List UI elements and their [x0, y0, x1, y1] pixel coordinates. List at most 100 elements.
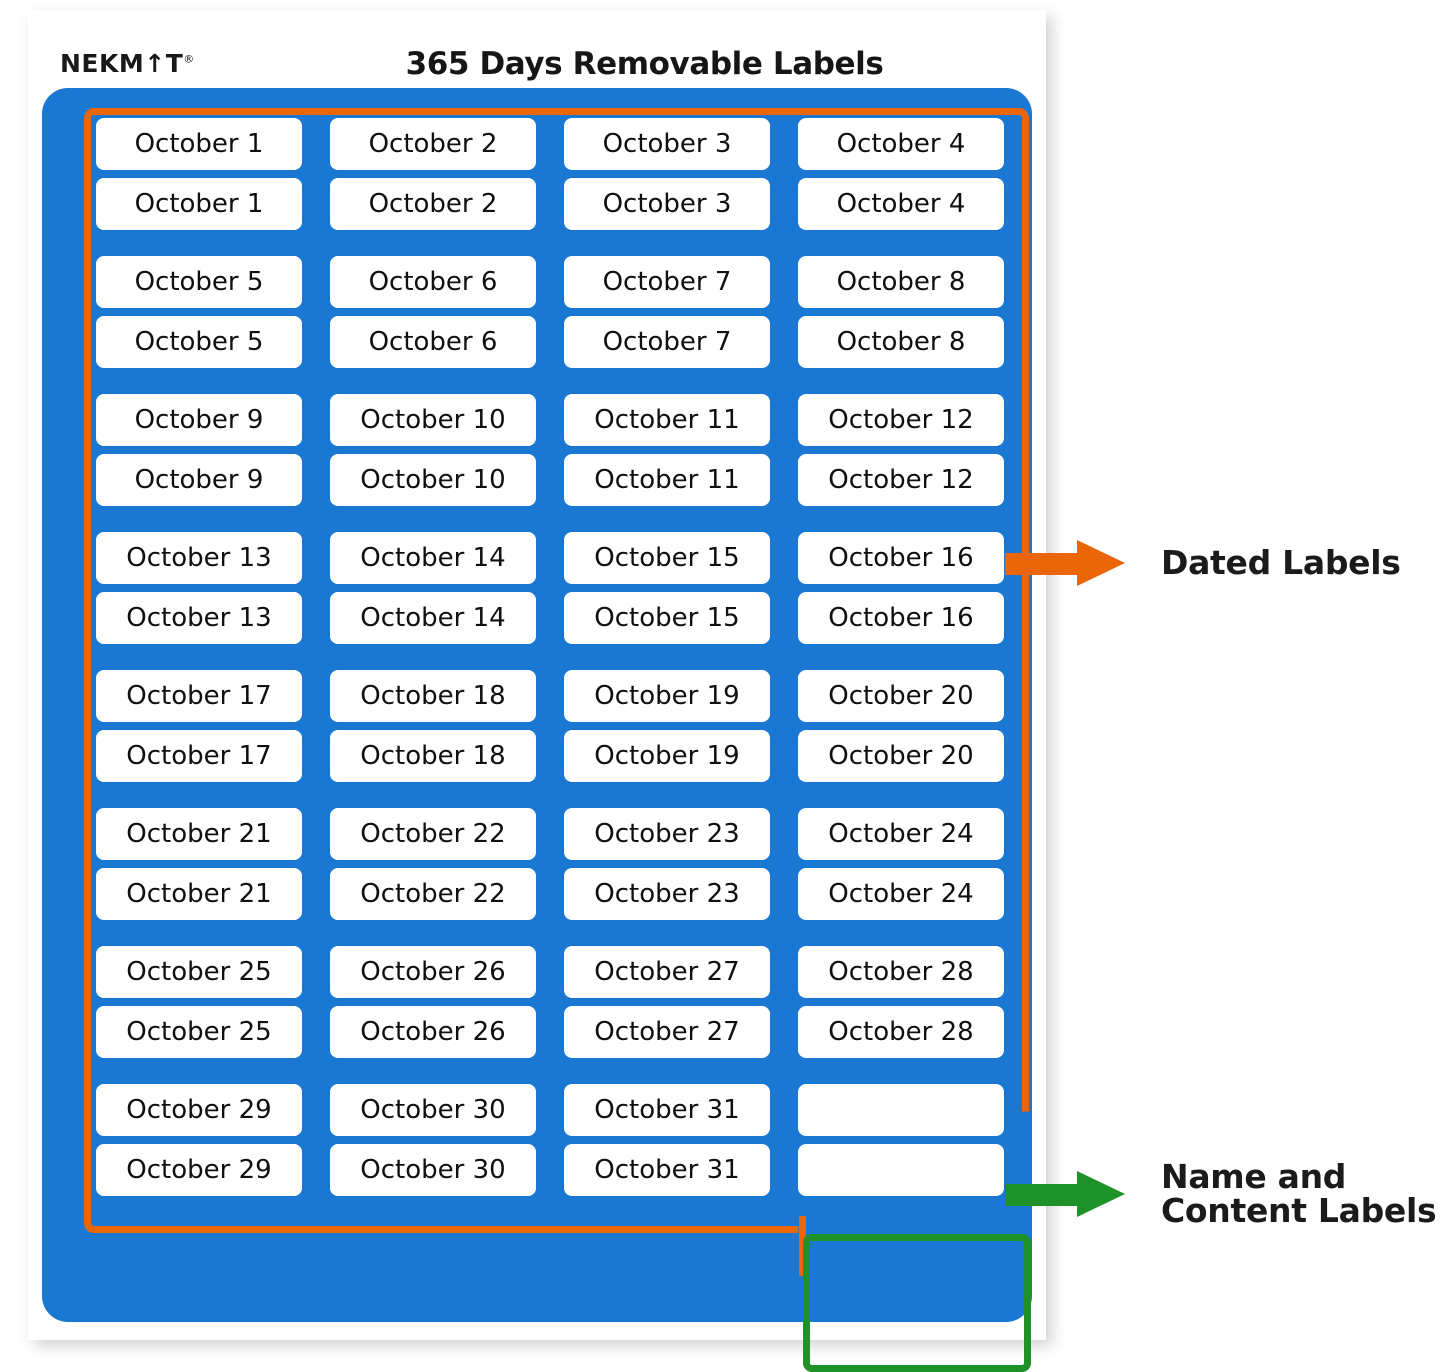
date-label[interactable]: October 29	[96, 1144, 302, 1196]
date-label[interactable]: October 9	[96, 394, 302, 446]
date-label[interactable]: October 22	[330, 808, 536, 860]
label-row: October 21 October 22 October 23 October 24	[96, 808, 1026, 860]
date-label[interactable]: October 23	[564, 808, 770, 860]
date-label[interactable]: October 28	[798, 946, 1004, 998]
label-row: October 29 October 30 October 31	[96, 1084, 1026, 1136]
date-label[interactable]: October 13	[96, 592, 302, 644]
date-label[interactable]: October 28	[798, 1006, 1004, 1058]
date-label[interactable]: October 4	[798, 178, 1004, 230]
date-label[interactable]: October 18	[330, 730, 536, 782]
date-label[interactable]: October 29	[96, 1084, 302, 1136]
arrow-head	[1077, 540, 1125, 586]
date-label[interactable]: October 31	[564, 1144, 770, 1196]
date-label[interactable]: October 20	[798, 670, 1004, 722]
date-label[interactable]: October 16	[798, 592, 1004, 644]
date-label[interactable]: October 6	[330, 256, 536, 308]
date-label[interactable]: October 25	[96, 946, 302, 998]
date-label[interactable]: October 8	[798, 316, 1004, 368]
label-row: October 17 October 18 October 19 October 20	[96, 670, 1026, 722]
date-label[interactable]: October 2	[330, 178, 536, 230]
dated-labels-highlight-step	[799, 1216, 806, 1276]
date-label[interactable]: October 2	[330, 118, 536, 170]
date-label[interactable]: October 8	[798, 256, 1004, 308]
label-row: October 1 October 2 October 3 October 4	[96, 118, 1026, 170]
date-label[interactable]: October 11	[564, 454, 770, 506]
date-label[interactable]: October 27	[564, 946, 770, 998]
date-label[interactable]: October 24	[798, 808, 1004, 860]
annotation-name-content-labels-text: Name and Content Labels	[1161, 1157, 1437, 1231]
label-row: October 29 October 30 October 31	[96, 1144, 1026, 1196]
date-label[interactable]: October 17	[96, 670, 302, 722]
date-label[interactable]: October 11	[564, 394, 770, 446]
page-title: 365 Days Removable Labels	[405, 46, 884, 82]
date-label[interactable]: October 6	[330, 316, 536, 368]
dated-labels-highlight-outline	[84, 108, 1029, 1233]
blank-label[interactable]	[798, 1084, 1004, 1136]
date-label[interactable]: October 13	[96, 532, 302, 584]
date-label[interactable]: October 10	[330, 454, 536, 506]
date-label[interactable]: October 7	[564, 316, 770, 368]
date-label[interactable]: October 4	[798, 118, 1004, 170]
date-label[interactable]: October 1	[96, 118, 302, 170]
date-label[interactable]: October 30	[330, 1084, 536, 1136]
label-row: October 9 October 10 October 11 October 12	[96, 394, 1026, 446]
label-row: October 5 October 6 October 7 October 8	[96, 256, 1026, 308]
date-label[interactable]: October 1	[96, 178, 302, 230]
date-label[interactable]: October 7	[564, 256, 770, 308]
date-label[interactable]: October 5	[96, 316, 302, 368]
brand-logo: NEKM↑T®	[60, 51, 195, 76]
brand-name: NEKM↑T	[60, 49, 184, 78]
label-row: October 13 October 14 October 15 October 16	[96, 592, 1026, 644]
annotation-line-2: Content Labels	[1161, 1191, 1437, 1231]
blank-label[interactable]	[798, 1144, 1004, 1196]
date-label[interactable]: October 12	[798, 454, 1004, 506]
date-label[interactable]: October 23	[564, 868, 770, 920]
annotation-dated-labels: Dated Labels	[1005, 540, 1401, 586]
sheet-header: NEKM↑T® 365 Days Removable Labels	[28, 10, 1046, 88]
label-row: October 25 October 26 October 27 October 28	[96, 946, 1026, 998]
date-label[interactable]: October 17	[96, 730, 302, 782]
date-label[interactable]: October 10	[330, 394, 536, 446]
date-label[interactable]: October 26	[330, 1006, 536, 1058]
date-label[interactable]: October 21	[96, 808, 302, 860]
date-label[interactable]: October 20	[798, 730, 1004, 782]
name-content-labels-highlight-outline	[803, 1234, 1031, 1372]
date-label[interactable]: October 26	[330, 946, 536, 998]
date-label[interactable]: October 19	[564, 730, 770, 782]
date-label[interactable]: October 21	[96, 868, 302, 920]
annotation-dated-labels-text: Dated Labels	[1161, 542, 1401, 582]
date-label[interactable]: October 15	[564, 532, 770, 584]
date-label[interactable]: October 12	[798, 394, 1004, 446]
date-label[interactable]: October 27	[564, 1006, 770, 1058]
label-row: October 21 October 22 October 23 October 24	[96, 868, 1026, 920]
date-label[interactable]: October 30	[330, 1144, 536, 1196]
date-label[interactable]: October 3	[564, 178, 770, 230]
date-label[interactable]: October 24	[798, 868, 1004, 920]
label-row-pair: October 13 October 14 October 15 October 16…	[96, 532, 1026, 644]
date-label[interactable]: October 31	[564, 1084, 770, 1136]
date-label[interactable]: October 18	[330, 670, 536, 722]
date-label[interactable]: October 16	[798, 532, 1004, 584]
date-label[interactable]: October 19	[564, 670, 770, 722]
arrow-right-icon	[1005, 1171, 1125, 1218]
registered-trademark-icon: ®	[183, 52, 195, 66]
date-label[interactable]: October 5	[96, 256, 302, 308]
label-row-pair: October 25 October 26 October 27 October 28…	[96, 946, 1026, 1058]
date-label[interactable]: October 15	[564, 592, 770, 644]
date-label[interactable]: October 9	[96, 454, 302, 506]
arrow-head	[1077, 1171, 1125, 1218]
product-sheet-page: NEKM↑T® 365 Days Removable Labels Octobe…	[28, 10, 1046, 1372]
annotation-line-1: Name and	[1161, 1157, 1347, 1196]
label-row-pair: October 17 October 18 October 19 October 20…	[96, 670, 1026, 782]
date-label[interactable]: October 14	[330, 592, 536, 644]
date-label[interactable]: October 3	[564, 118, 770, 170]
date-label[interactable]: October 14	[330, 532, 536, 584]
date-label[interactable]: October 25	[96, 1006, 302, 1058]
date-label[interactable]: October 22	[330, 868, 536, 920]
arrow-shaft	[1005, 1184, 1081, 1207]
